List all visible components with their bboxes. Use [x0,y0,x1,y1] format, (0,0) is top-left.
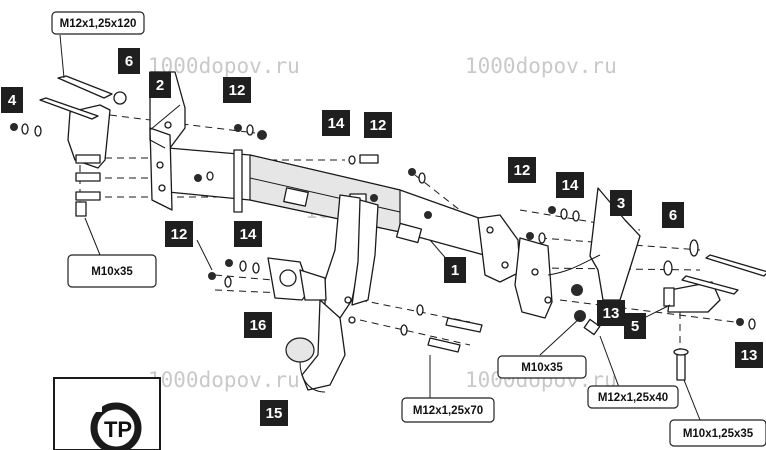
part-number-13-right: 13 [735,342,763,368]
watermark-bottom-left: 1000dopov.ru [148,368,300,392]
left-side-plate [67,104,111,217]
part-number-5: 5 [624,313,646,339]
svg-text:6: 6 [125,53,133,70]
svg-text:14: 14 [240,226,257,243]
part-number-13-center: 13 [597,300,625,326]
right-bolts [663,239,766,381]
part-number-12-right: 12 [508,157,536,183]
svg-text:16: 16 [250,317,267,334]
svg-text:M10x35: M10x35 [91,266,133,278]
svg-text:M12x1,25x40: M12x1,25x40 [598,392,668,404]
part-number-1: 1 [444,257,466,283]
svg-text:13: 13 [741,347,758,364]
svg-text:6: 6 [669,207,677,224]
part-number-16: 16 [244,312,272,338]
label-m10x35-left: M10x35 [67,254,157,288]
svg-text:4: 4 [8,92,17,109]
svg-text:M12x1,25x70: M12x1,25x70 [413,405,483,417]
svg-text:2: 2 [156,77,164,94]
right-bracket [477,187,641,319]
certification-logo-text: ТР [104,417,132,442]
svg-text:12: 12 [514,162,531,179]
tow-arm [285,194,379,393]
part-number-2: 2 [149,72,171,98]
svg-text:1: 1 [451,262,459,279]
part-number-14-top: 14 [322,110,350,136]
svg-text:15: 15 [266,405,283,422]
part-number-4: 4 [1,87,23,113]
long-bolt-top-left [39,75,127,120]
svg-text:12: 12 [229,82,246,99]
svg-text:M12x1,25x120: M12x1,25x120 [60,18,137,30]
label-m10x125x35: M10x1,25x35 [669,419,766,447]
part-number-6-right: 6 [662,202,684,228]
right-fasteners [408,168,756,336]
part-number-6-left: 6 [118,48,140,74]
part-number-14-right: 14 [556,172,584,198]
watermark-top-right: 1000dopov.ru [465,54,617,78]
label-m12x125x40: M12x1,25x40 [587,385,679,409]
label-m10x35-right: M10x35 [497,355,587,379]
socket-bracket [208,257,327,301]
svg-text:12: 12 [370,117,387,134]
svg-text:14: 14 [562,177,579,194]
part-number-14-lower: 14 [234,221,262,247]
svg-text:12: 12 [171,226,188,243]
svg-text:14: 14 [328,115,345,132]
label-m12x125x120: M12x1,25x120 [51,11,145,35]
part-number-15: 15 [260,400,288,426]
svg-text:13: 13 [603,305,620,322]
part-number-12-top-left: 12 [223,77,251,103]
bottom-bolts [400,304,483,353]
part-number-3: 3 [610,190,632,216]
svg-text:M10x1,25x35: M10x1,25x35 [683,428,754,440]
svg-text:3: 3 [617,195,625,212]
svg-text:5: 5 [631,318,639,335]
certification-logo: ТР [53,377,161,450]
svg-text:M10x35: M10x35 [521,362,563,374]
label-m12x125x70: M12x1,25x70 [401,397,495,423]
part-number-12-top-center: 12 [364,112,392,138]
part-number-12-lower-left: 12 [165,221,193,247]
